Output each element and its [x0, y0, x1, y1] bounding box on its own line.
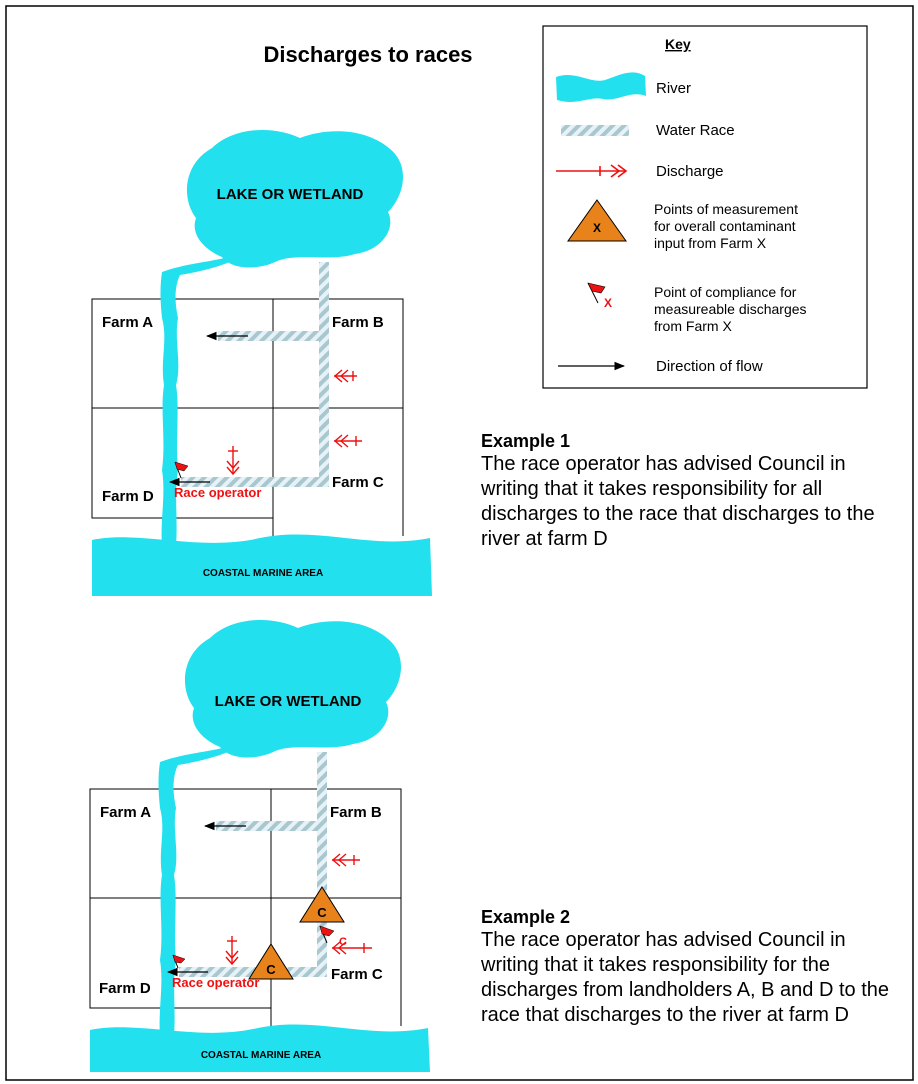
- key-measurement-triangle-icon: X: [567, 199, 627, 242]
- example2-diagram: LAKE OR WETLAND COASTAL MARINE AREA: [89, 619, 430, 1072]
- example2-coastal-marine-area: [90, 1024, 430, 1072]
- key-legend: Key River Water Race Discharge X Points …: [542, 25, 868, 389]
- example2-heading: Example 2: [481, 907, 571, 927]
- example2-text: The race operator has advised Council in…: [481, 929, 890, 1026]
- example1-farm-grid: [91, 298, 404, 536]
- example1-diagram: LAKE OR WETLAND COASTAL MARINE AREA: [91, 129, 432, 596]
- example1-heading: Example 1: [481, 431, 571, 451]
- example1-race-operator-label: Race operator: [174, 485, 261, 500]
- example2-compliance-flag-farm-c-icon: C: [319, 925, 347, 948]
- example1-discharge-farm-d-icon: [226, 446, 240, 476]
- svg-text:X: X: [593, 221, 601, 235]
- key-compliance-label: Point of compliance for measureable disc…: [654, 284, 810, 334]
- example2-coast-label: COASTAL MARINE AREA: [201, 1050, 321, 1061]
- example1-river: [160, 250, 248, 545]
- example2-compliance-flag-icon: [172, 954, 186, 969]
- svg-text:C: C: [339, 936, 347, 948]
- example2-measurement-triangle-farm-c-icon: C: [299, 886, 345, 923]
- example1-farm-d-label: Farm D: [102, 488, 154, 505]
- example2-lake: [184, 619, 401, 758]
- example2-race-vertical: [317, 752, 327, 977]
- key-race-swatch: [561, 125, 629, 136]
- key-measurement-label: Points of measurement for overall contam…: [654, 201, 802, 251]
- example2-discharge-farm-c-icon: [331, 941, 372, 955]
- example1-race-branch: [218, 331, 329, 341]
- example1-farm-c-label: Farm C: [332, 474, 384, 491]
- svg-text:C: C: [266, 962, 276, 977]
- example2-farm-a-label: Farm A: [100, 804, 151, 821]
- example2-measurement-triangle-race-icon: C: [248, 943, 294, 980]
- key-discharge-arrow-icon: [556, 164, 628, 178]
- key-river-swatch: [556, 72, 646, 102]
- example2-farm-d-label: Farm D: [99, 980, 151, 997]
- example2-farm-b-label: Farm B: [330, 804, 382, 821]
- key-compliance-flag-icon: X: [587, 282, 612, 310]
- key-heading: Key: [665, 36, 691, 52]
- example1-farm-c-parcel: [272, 407, 404, 536]
- example1-discharge-farm-b-icon: [333, 369, 357, 383]
- example1-discharge-farm-c-icon: [333, 434, 362, 448]
- example2-discharge-farm-b-icon: [331, 853, 360, 867]
- example2-farm-c-label: Farm C: [331, 966, 383, 983]
- key-discharge-label: Discharge: [656, 163, 724, 180]
- svg-text:X: X: [604, 296, 612, 310]
- example1-coastal-marine-area: [92, 534, 432, 596]
- example2-description: Example 2 The race operator has advised …: [481, 906, 901, 1028]
- key-river-label: River: [656, 80, 691, 97]
- example2-river: [158, 740, 246, 1035]
- example1-lake-label: LAKE OR WETLAND: [217, 186, 364, 203]
- example1-race-vertical: [319, 262, 329, 487]
- page-frame: [5, 5, 914, 1081]
- example1-lake: [186, 129, 403, 268]
- example2-discharge-farm-d-icon: [225, 936, 239, 966]
- example1-text: The race operator has advised Council in…: [481, 453, 875, 550]
- example1-race-main: [181, 477, 329, 487]
- example1-farm-b-label: Farm B: [332, 314, 384, 331]
- example2-race-branch: [216, 821, 327, 831]
- key-direction-label: Direction of flow: [656, 358, 763, 375]
- page-title: Discharges to races: [263, 42, 472, 67]
- example1-coast-label: COASTAL MARINE AREA: [203, 568, 323, 579]
- example1-compliance-flag-icon: [174, 461, 189, 479]
- example1-description: Example 1 The race operator has advised …: [481, 430, 901, 552]
- key-race-label: Water Race: [656, 122, 735, 139]
- example1-farm-a-label: Farm A: [102, 314, 153, 331]
- example2-race-operator-label: Race operator: [172, 975, 259, 990]
- example2-lake-label: LAKE OR WETLAND: [215, 693, 362, 710]
- svg-text:C: C: [317, 905, 327, 920]
